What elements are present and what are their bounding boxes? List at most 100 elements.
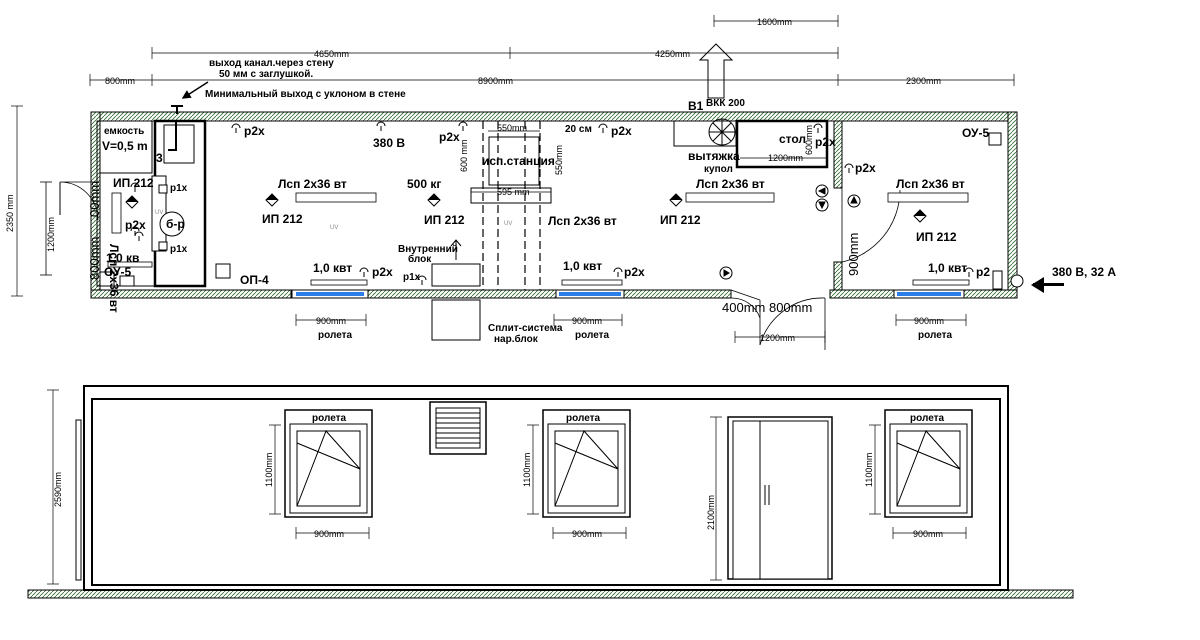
win3-900: 900mm [914, 316, 944, 326]
hood-label: вытяжка [688, 149, 740, 163]
side-handle [75, 419, 82, 581]
p2x-6: р2х [855, 161, 876, 175]
p2x-bath: р2х [125, 218, 146, 232]
elev-height: 2590mm [53, 472, 63, 507]
heaters [107, 261, 970, 286]
op4-label: ОП-4 [240, 273, 269, 287]
bp-label: б-р [166, 217, 185, 231]
pipe-cap-icon [171, 105, 183, 114]
station-600: 600 mm [459, 139, 469, 172]
elev-roleta2: ролета [566, 413, 601, 424]
door-400-800: 400mm 800mm [722, 300, 812, 315]
roleta1: ролета [318, 330, 353, 341]
ou5-left: ОУ-5 [104, 265, 131, 279]
win1-900: 900mm [316, 316, 346, 326]
dim-4250: 4250mm [655, 49, 690, 59]
p2x-2: р2х [244, 124, 265, 138]
front-elevation: ролета ролета ролета 2590mm 1100mm 1100m… [27, 385, 1074, 599]
dim-1200-left: 1200mm [46, 217, 56, 252]
switch-icons [719, 184, 861, 280]
elevation-dim-lines [47, 389, 967, 585]
hood-1200: 1200mm [768, 153, 803, 163]
ip-bath-label: ИП 212 [113, 176, 154, 190]
elevation-window-2 [542, 409, 631, 518]
hood-unit [673, 118, 829, 169]
entrance-door [730, 289, 826, 350]
dim-800: 800mm [105, 76, 135, 86]
container-outline-inner [91, 398, 1001, 586]
uv-1: UV [330, 225, 338, 231]
station-box [488, 136, 540, 186]
bathroom-fixtures [99, 120, 195, 287]
exhaust-arrow-icon [698, 43, 734, 99]
lsp3-label: Лсп 2х36 вт [696, 177, 765, 191]
power-entry [992, 270, 1064, 293]
door-900: 900mm [846, 233, 861, 276]
door-1200: 1200mm [760, 333, 795, 343]
dim-4650: 4650mm [314, 49, 349, 59]
dim-bath-100: 00mm [87, 181, 102, 217]
uv-3: UV [155, 210, 163, 216]
kw2-label: 1,0 квт [563, 259, 602, 273]
plan-text: 1600mm 4650mm 4250mm 800mm 8900mm 2300mm… [5, 17, 1116, 345]
station-550-top: 550mm [497, 123, 527, 133]
socket-icons [130, 121, 974, 285]
lsp1-label: Лсп 2х36 вт [278, 177, 347, 191]
dim-2350: 2350 mm [5, 194, 15, 232]
elev-win1-w: 900mm [314, 529, 344, 539]
station-595: 595 mm [497, 187, 530, 197]
elev-win2-w: 900mm [572, 529, 602, 539]
dim-8900: 8900mm [478, 76, 513, 86]
outer-walls [90, 111, 1018, 299]
station-label: исп.станция [482, 154, 555, 168]
elev-win3-w: 900mm [913, 529, 943, 539]
split-1: Сплит-система [488, 323, 563, 334]
ip3-label: ИП 212 [660, 213, 701, 227]
pipe-outlet-icon [168, 120, 177, 151]
lsp4-label: Лсп 2х36 вт [896, 177, 965, 191]
v380-label: 380 В [373, 136, 405, 150]
kw3-label: 1,0 квт [928, 261, 967, 275]
lsp2-label: Лсп 2х36 вт [548, 214, 617, 228]
split-2: нар.блок [494, 333, 539, 345]
cm20-label: 20 см [565, 124, 592, 135]
vent-grille [429, 401, 487, 455]
inner-unit-1: Внутренний [398, 244, 458, 255]
elevation-window-3 [884, 409, 973, 518]
p1x-1: р1х [170, 183, 188, 194]
p2x-4: р2х [611, 124, 632, 138]
outlet-note-1: выход канал.через стену [209, 58, 334, 69]
elevation-door [727, 416, 833, 580]
pipe-pointer-arrow [181, 81, 209, 99]
roleta3: ролета [918, 330, 953, 341]
elev-roleta1: ролета [312, 413, 347, 424]
roleta2: ролета [575, 330, 610, 341]
ou5-right: ОУ-5 [962, 126, 989, 140]
min-outlet-note: Минимальный выход с уклоном в стене [205, 89, 406, 100]
ip1-label: ИП 212 [262, 212, 303, 226]
station-550-side: 550mm [554, 145, 564, 175]
ceiling-lamps [111, 192, 969, 234]
ground-strip [27, 589, 1074, 599]
window-rollers [291, 289, 965, 299]
kg500-label: 500 кг [407, 177, 441, 191]
b1-label: В1 [688, 99, 704, 113]
floor-plan: 1600mm 4650mm 4250mm 800mm 8900mm 2300mm… [5, 15, 1116, 350]
ip2-label: ИП 212 [424, 213, 465, 227]
vkk-label: ВКК 200 [706, 98, 745, 109]
p1x-2: р1х [170, 244, 188, 255]
p2x-7: р2х [372, 265, 393, 279]
station-zone [482, 121, 541, 290]
inner-unit-2: блок [408, 253, 432, 265]
split-system [431, 239, 481, 341]
right-room-door [841, 188, 901, 263]
win2-900: 900mm [572, 316, 602, 326]
p2x-8: р2х [624, 265, 645, 279]
kupol-label: купол [704, 164, 733, 175]
elev-win2-h: 1100mm [522, 453, 532, 487]
p2x-3: р2х [439, 130, 460, 144]
dim-bath-800: 800mm [87, 237, 102, 280]
bathroom-door [40, 181, 99, 276]
elev-door-h: 2100mm [706, 495, 716, 530]
